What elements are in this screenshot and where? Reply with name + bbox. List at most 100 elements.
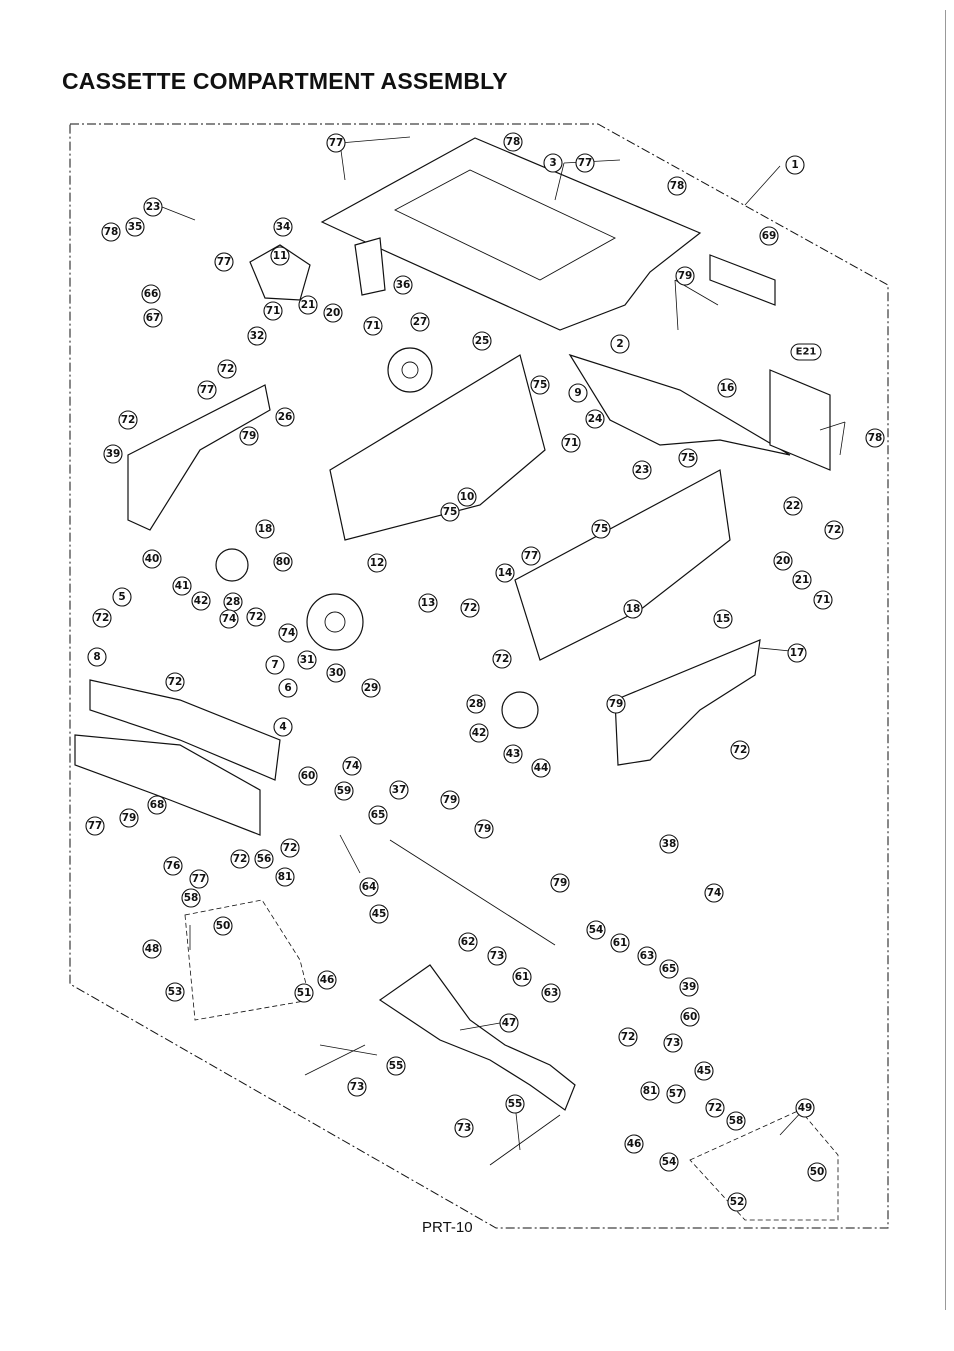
callout-81-left: 81 [275,867,295,887]
callout-58-left: 58 [181,888,201,908]
callout-72-m: 72 [705,1098,725,1118]
svg-text:61: 61 [613,937,628,949]
svg-text:17: 17 [790,647,805,659]
svg-text:58: 58 [184,892,199,904]
callout-75-c: 75 [440,502,460,522]
svg-text:23: 23 [635,464,650,476]
callout-18-right: 18 [623,599,643,619]
callout-55-left: 55 [386,1056,406,1076]
svg-text:14: 14 [498,567,513,579]
callout-38: 38 [659,834,679,854]
callout-72-b: 72 [118,410,138,430]
svg-text:72: 72 [95,612,110,624]
callout-80: 80 [273,552,293,572]
callout-56: 56 [254,849,274,869]
base-plate-68 [74,734,261,836]
callout-68: 68 [147,795,167,815]
callout-8: 8 [87,647,107,667]
svg-text:73: 73 [666,1037,681,1049]
callout-72-g: 72 [492,649,512,669]
callout-67: 67 [143,308,163,328]
callout-51: 51 [294,983,314,1003]
svg-text:72: 72 [168,676,183,688]
callout-49: 49 [795,1098,815,1118]
svg-text:54: 54 [589,924,604,936]
svg-text:66: 66 [144,288,159,300]
svg-text:74: 74 [222,613,237,625]
callout-16: 16 [717,378,737,398]
ribbon-cable [709,254,776,306]
callout-54-top: 54 [586,920,606,940]
svg-text:9: 9 [574,387,581,399]
callout-72-d: 72 [92,608,112,628]
svg-text:75: 75 [533,379,548,391]
svg-text:79: 79 [678,270,693,282]
svg-text:26: 26 [278,411,293,423]
callout-43: 43 [503,744,523,764]
callout-42-right: 42 [469,723,489,743]
svg-text:77: 77 [578,157,593,169]
svg-text:28: 28 [226,596,241,608]
svg-text:72: 72 [233,853,248,865]
main-chassis [329,354,546,541]
svg-text:77: 77 [329,137,344,149]
callout-62: 62 [458,932,478,952]
callout-17: 17 [787,643,807,663]
svg-text:54: 54 [662,1156,677,1168]
svg-text:77: 77 [192,873,207,885]
svg-text:79: 79 [122,812,137,824]
svg-text:72: 72 [827,524,842,536]
callout-79-a: 79 [675,266,695,286]
svg-text:48: 48 [145,943,160,955]
callout-78-d: 78 [865,428,885,448]
svg-text:79: 79 [242,430,257,442]
svg-text:E21: E21 [796,347,817,358]
svg-text:2: 2 [616,338,623,350]
callout-77-f: 77 [85,816,105,836]
svg-text:65: 65 [371,809,386,821]
callout-3: 3 [543,153,563,173]
callout-27: 27 [410,312,430,332]
callout-6: 6 [278,678,298,698]
assembly-boundary [69,123,889,1229]
svg-text:78: 78 [104,226,119,238]
callout-32: 32 [247,326,267,346]
svg-text:79: 79 [443,794,458,806]
svg-text:32: 32 [250,330,265,342]
svg-text:43: 43 [506,748,521,760]
svg-text:68: 68 [150,799,165,811]
callout-73-d: 73 [454,1118,474,1138]
callout-45-left: 45 [369,904,389,924]
callout-48: 48 [142,939,162,959]
callout-77-d: 77 [197,380,217,400]
svg-text:75: 75 [594,523,609,535]
callout-61-left: 61 [512,967,532,987]
callout-77-b: 77 [575,153,595,173]
callout-72-h: 72 [824,520,844,540]
callout-5: 5 [112,587,132,607]
svg-text:20: 20 [326,307,341,319]
callout-72-a: 72 [217,359,237,379]
callout-44: 44 [531,758,551,778]
svg-text:24: 24 [588,413,603,425]
svg-text:64: 64 [362,881,377,893]
svg-text:72: 72 [495,653,510,665]
callout-72-j: 72 [280,838,300,858]
svg-text:10: 10 [460,491,475,503]
svg-text:44: 44 [534,762,549,774]
svg-text:42: 42 [472,727,487,739]
callout-76: 76 [163,856,183,876]
callout-9: 9 [568,383,588,403]
callout-71-c: 71 [561,433,581,453]
gear-41 [215,548,249,582]
callout-7: 7 [265,655,285,675]
callout-12: 12 [367,553,387,573]
callout-61-right: 61 [610,933,630,953]
callout-54-bottom: 54 [659,1152,679,1172]
callout-72-i: 72 [730,740,750,760]
callout-60-right: 60 [680,1007,700,1027]
subassembly-48-box [184,899,311,1021]
svg-text:25: 25 [475,335,490,347]
motor [249,244,311,301]
